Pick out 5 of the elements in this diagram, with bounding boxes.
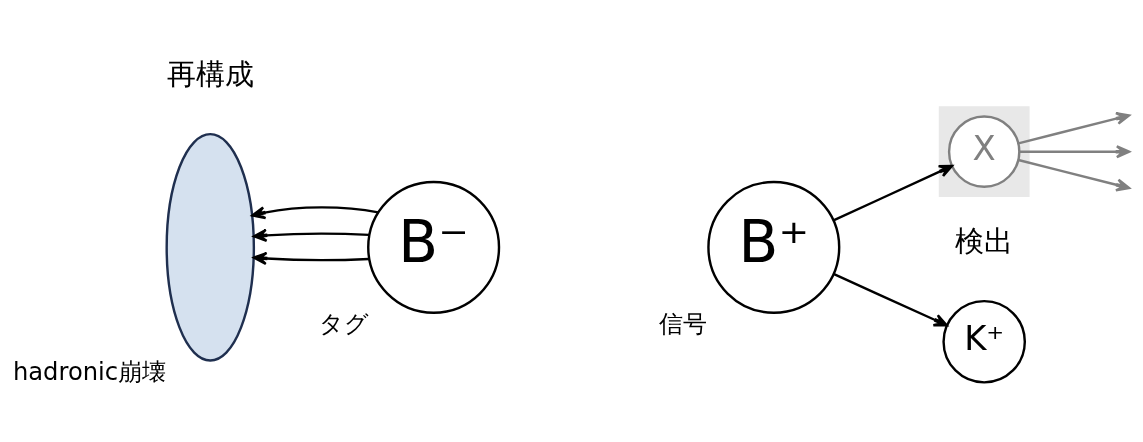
node-label: 信号 [658,310,707,339]
label: 再構成 [166,57,254,92]
node-label: タグ [318,310,369,339]
node-label: hadronic崩壊 [12,357,167,386]
label: 検出 [955,224,1014,259]
